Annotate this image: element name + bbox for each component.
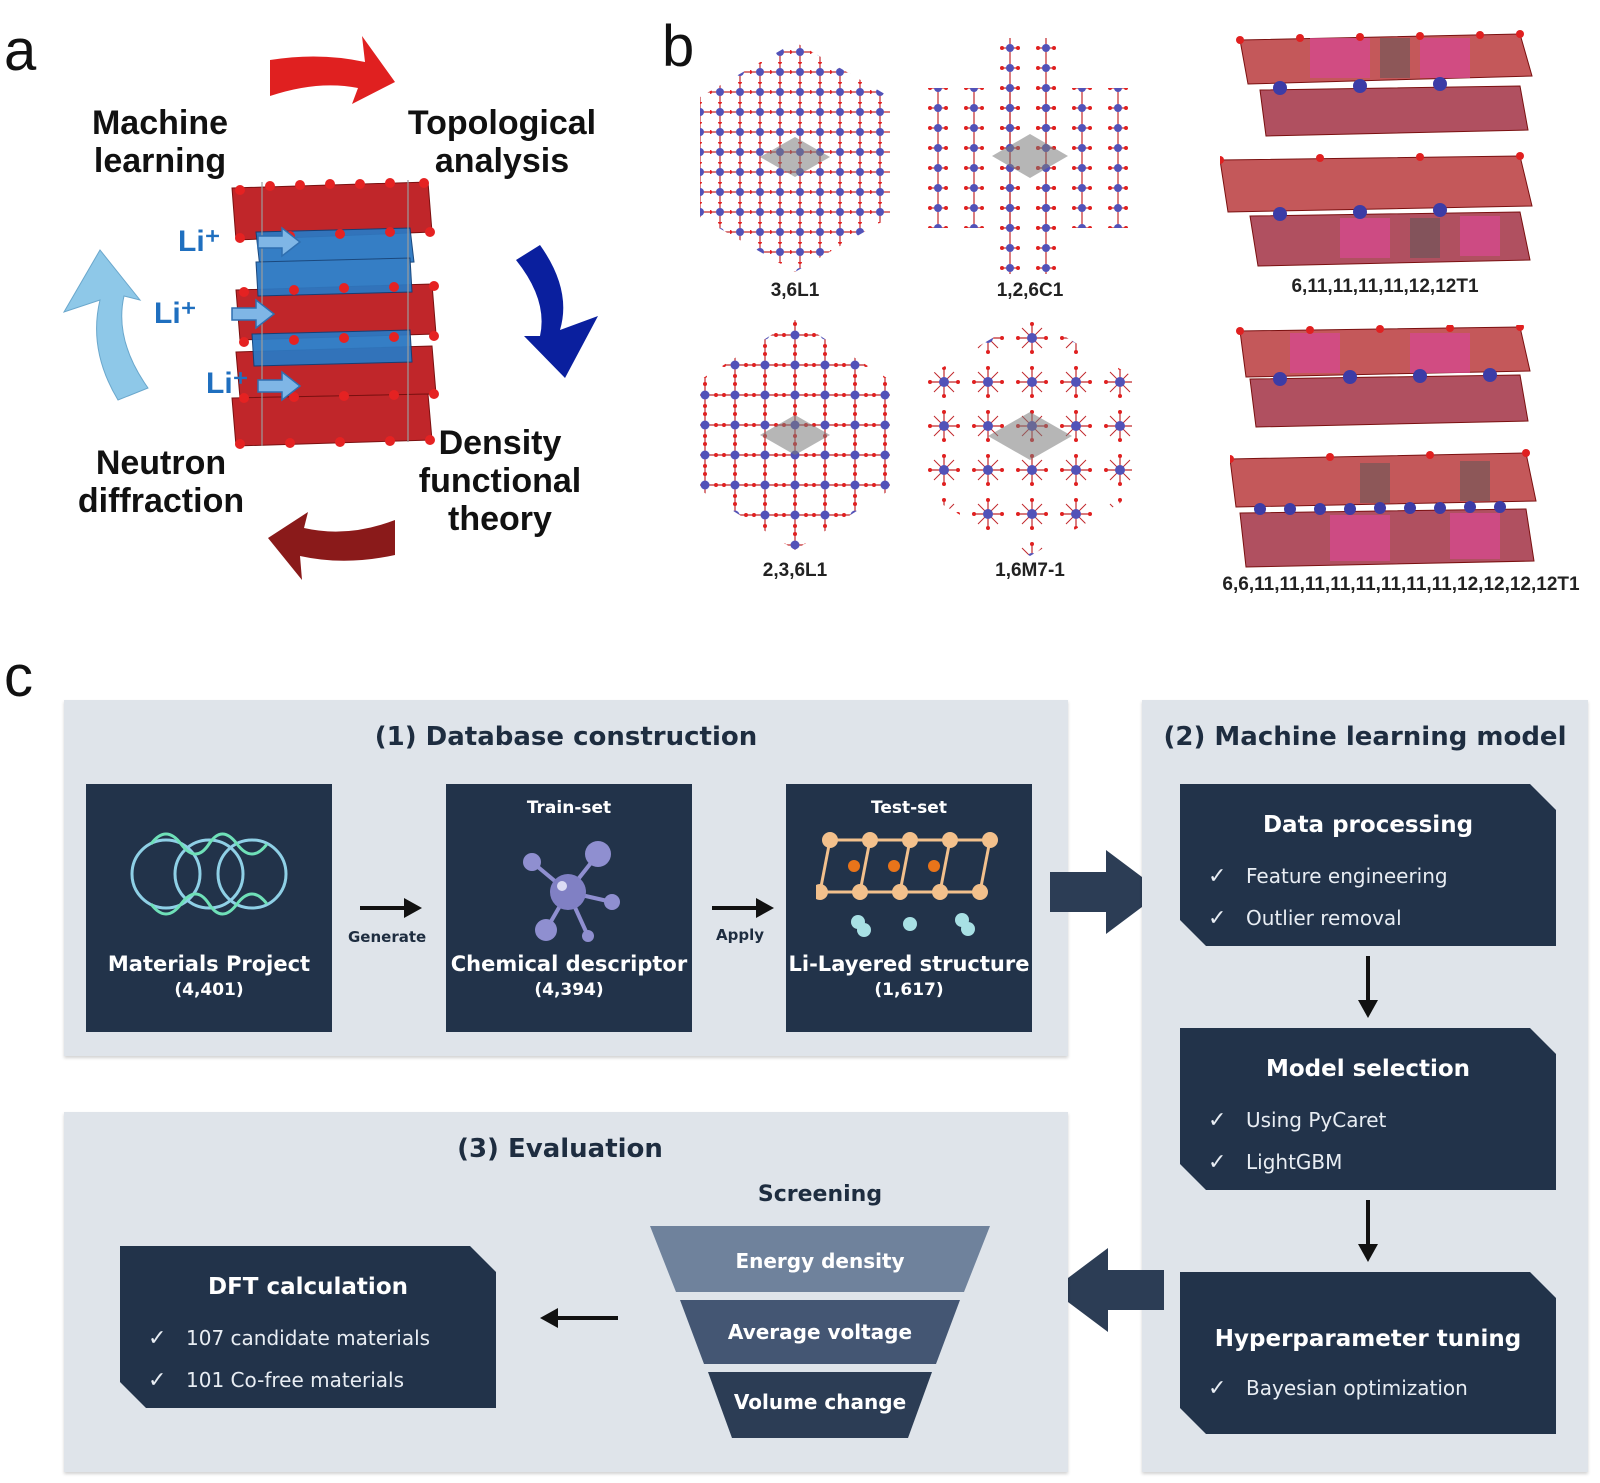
candidate-materials-item: ✓ 107 candidate materials (148, 1326, 430, 1351)
model-selection-title: Model selection (1265, 1056, 1471, 1082)
generate-label: Generate (348, 928, 427, 946)
funnel-label-average-voltage: Average voltage (727, 1320, 913, 1344)
generate-arrow (360, 898, 422, 918)
chemical-descriptor-name: Chemical descriptor (450, 952, 688, 976)
feature-engineering-label: Feature engineering (1246, 864, 1448, 888)
lightblue-curved-arrow (62, 249, 149, 401)
layered-structure-2 (1230, 325, 1537, 568)
layered-label-1: 6,11,11,11,11,12,12T1 (1291, 276, 1479, 297)
panel-a-graphic (62, 36, 598, 580)
layered-lattice-icon (816, 832, 998, 937)
li-layered-count: (1,617) (874, 980, 944, 1000)
blue-curved-arrow (516, 245, 598, 378)
ml-arrow-down-2 (1358, 1200, 1378, 1262)
funnel-average-voltage (680, 1300, 960, 1364)
li-ion-label-1: Li⁺ (178, 225, 221, 258)
materials-project-count: (4,401) (174, 980, 244, 1000)
funnel-volume-change (708, 1372, 932, 1438)
panel-b-letter: b (662, 14, 695, 79)
topology-net-2 (920, 38, 1140, 274)
screening-title: Screening (757, 1182, 883, 1207)
neutron-diffraction-label: Neutron diffraction (77, 444, 245, 520)
panel-a-letter: a (4, 18, 37, 83)
feature-engineering-item: ✓ Feature engineering (1208, 864, 1448, 889)
train-set-label: Train-set (526, 798, 612, 818)
test-set-label: Test-set (871, 798, 947, 818)
molecule-icon (523, 841, 620, 942)
topology-net-3 (700, 320, 890, 550)
li-arrow-2 (231, 298, 276, 330)
check-icon: ✓ (1208, 906, 1227, 931)
materials-project-box: Materials Project (4,401) (86, 784, 332, 1032)
li-arrow-3 (257, 370, 302, 402)
to-ml-big-arrow (1050, 850, 1162, 934)
li-ion-label-3: Li⁺ (206, 367, 249, 400)
data-processing-box: Data processing ✓ Feature engineering ✓ Ou… (1180, 784, 1556, 946)
apply-label: Apply (716, 926, 765, 944)
topology-net-1 (700, 42, 890, 272)
database-construction-title: (1) Database construction (374, 722, 758, 752)
materials-project-name: Materials Project (107, 952, 311, 976)
check-icon: ✓ (1208, 1150, 1227, 1175)
dft-label: Density functional theory (418, 424, 582, 538)
hyperparameter-box: Hyperparameter tuning ✓ Bayesian optimiza… (1180, 1272, 1556, 1434)
crystal-structure (231, 178, 439, 449)
bayesian-label: Bayesian optimization (1246, 1376, 1468, 1400)
co-free-materials-label: 101 Co-free materials (186, 1368, 405, 1392)
dft-calculation-box: DFT calculation ✓ 107 candidate materials… (120, 1246, 496, 1408)
pycaret-item: ✓ Using PyCaret (1208, 1108, 1386, 1133)
layered-structure-1 (1220, 30, 1533, 267)
to-evaluation-big-arrow (1052, 1248, 1164, 1332)
li-ion-label-2: Li⁺ (154, 297, 197, 330)
co-free-materials-item: ✓ 101 Co-free materials (148, 1368, 404, 1393)
funnel-label-energy-density: Energy density (735, 1249, 905, 1273)
candidate-materials-label: 107 candidate materials (186, 1326, 431, 1350)
check-icon: ✓ (148, 1368, 167, 1393)
funnel-label-volume-change: Volume change (733, 1390, 907, 1414)
bayesian-item: ✓ Bayesian optimization (1208, 1376, 1468, 1401)
chemical-descriptor-count: (4,394) (534, 980, 604, 1000)
machine-learning-label: Machine learning (91, 104, 229, 180)
structure-label-4: 1,6M7-1 (995, 560, 1065, 581)
data-processing-title: Data processing (1262, 812, 1474, 838)
screening-funnel (650, 1226, 990, 1438)
topology-net-4 (928, 316, 1132, 556)
structure-label-1: 3,6L1 (770, 280, 820, 301)
li-arrow-1 (257, 226, 302, 258)
structure-label-2: 1,2,6C1 (996, 280, 1064, 301)
check-icon: ✓ (1208, 864, 1227, 889)
hyperparameter-title: Hyperparameter tuning (1214, 1326, 1522, 1352)
apply-arrow (712, 898, 774, 918)
darkred-curved-arrow (268, 512, 395, 580)
red-curved-arrow (270, 36, 395, 104)
evaluation-title: (3) Evaluation (457, 1134, 663, 1164)
materials-project-icon (130, 832, 288, 916)
panel-c-letter: c (4, 644, 33, 709)
check-icon: ✓ (148, 1326, 167, 1351)
ml-arrow-down-1 (1358, 956, 1378, 1018)
model-selection-box: Model selection ✓ Using PyCaret ✓ LightGBM (1180, 1028, 1556, 1190)
to-dft-arrow (540, 1308, 618, 1328)
chemical-descriptor-box: Train-set Chemical descriptor (4,394) (446, 784, 692, 1032)
layered-label-2: 6,6,11,11,11,11,11,11,11,11,12,12,12,12T… (1222, 574, 1580, 595)
funnel-energy-density (650, 1226, 990, 1292)
ml-model-title: (2) Machine learning model (1163, 722, 1567, 752)
topological-analysis-label: Topological analysis (407, 104, 597, 180)
structure-label-3: 2,3,6L1 (762, 560, 828, 581)
check-icon: ✓ (1208, 1108, 1227, 1133)
pycaret-label: Using PyCaret (1246, 1108, 1387, 1132)
li-layered-name: Li-Layered structure (788, 952, 1030, 976)
lightgbm-item: ✓ LightGBM (1208, 1150, 1342, 1175)
dft-calculation-title: DFT calculation (207, 1274, 408, 1300)
check-icon: ✓ (1208, 1376, 1227, 1401)
outlier-removal-item: ✓ Outlier removal (1208, 906, 1402, 931)
lightgbm-label: LightGBM (1246, 1150, 1343, 1174)
outlier-removal-label: Outlier removal (1246, 906, 1402, 930)
li-layered-box: Test-set Li-Layered structure (1,617) (786, 784, 1032, 1032)
